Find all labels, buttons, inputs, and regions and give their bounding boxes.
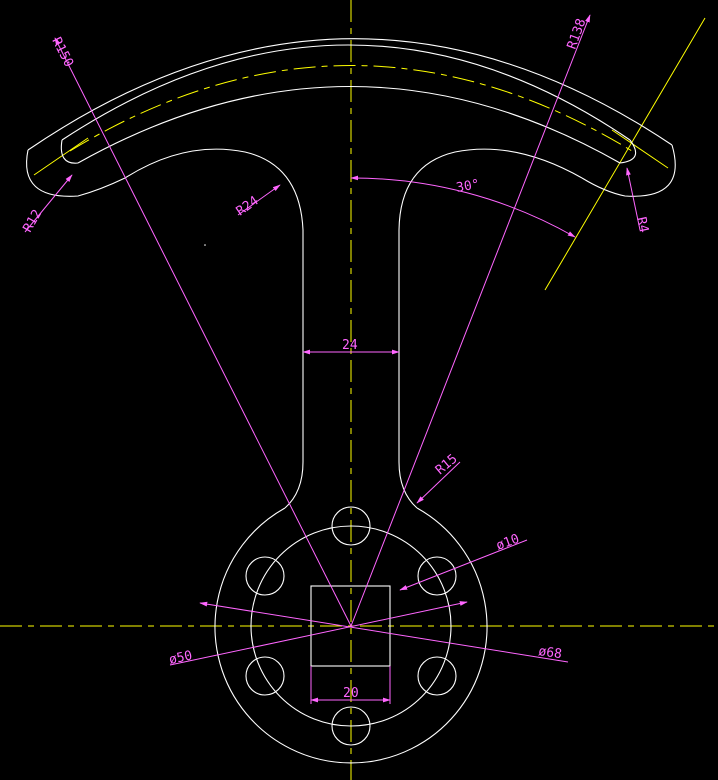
stem-left-fillet (284, 461, 304, 509)
dia50-line (169, 601, 468, 666)
arm-left-cap (26, 149, 126, 197)
label-width24: 24 (342, 338, 358, 353)
left-slot-end-line (33, 137, 89, 176)
label-r15: R15 (433, 451, 461, 478)
angle-construction-line (544, 17, 706, 291)
slot-arc-centerline (69, 65, 633, 152)
label-r4: R4 (633, 216, 651, 235)
label-r24: R24 (234, 193, 262, 219)
label-r138: R138 (565, 17, 590, 52)
arm-inner-left (124, 148, 304, 231)
r150-leader (54, 37, 352, 627)
label-r150: R150 (48, 35, 76, 70)
label-dia68: ø68 (537, 644, 562, 662)
hole-top (331, 506, 371, 546)
hole-lower-right (417, 656, 457, 696)
label-angle: 30° (455, 177, 481, 196)
hole-upper-right (417, 556, 457, 596)
r138-leader (350, 14, 591, 627)
slot-inner-edge (77, 86, 621, 164)
r12-leader (24, 174, 73, 233)
stem-right-fillet (398, 461, 418, 509)
r4-leader (626, 167, 641, 231)
arm-right-cap (581, 144, 676, 197)
label-width20: 20 (343, 686, 359, 701)
arm-inner-right (398, 148, 583, 231)
r24-leader (237, 184, 281, 216)
bolt-circle (250, 525, 452, 727)
r15-leader (416, 461, 461, 504)
label-dia10: ø10 (494, 532, 521, 554)
slot-outer-edge (61, 44, 631, 141)
dimension-labels: R150 R138 R12 R4 R24 30° 24 R15 ø10 ø50 … (20, 17, 651, 701)
part-outline (26, 38, 676, 764)
hole-bottom (331, 706, 371, 746)
dimensions (24, 14, 641, 704)
dia10-leader (399, 539, 528, 591)
hub-outer-circle (214, 507, 488, 764)
right-slot-end-line (611, 129, 669, 169)
hole-upper-left (245, 556, 285, 596)
label-dia50: ø50 (168, 648, 194, 668)
slot-right-end (619, 139, 637, 164)
stray-point (204, 244, 206, 246)
dia68-line (199, 601, 569, 663)
arm-outer-arc (27, 38, 673, 151)
center-square (310, 585, 391, 667)
slot-left-end (60, 139, 79, 164)
hole-lower-left (245, 656, 285, 696)
angle-arc (350, 175, 576, 238)
